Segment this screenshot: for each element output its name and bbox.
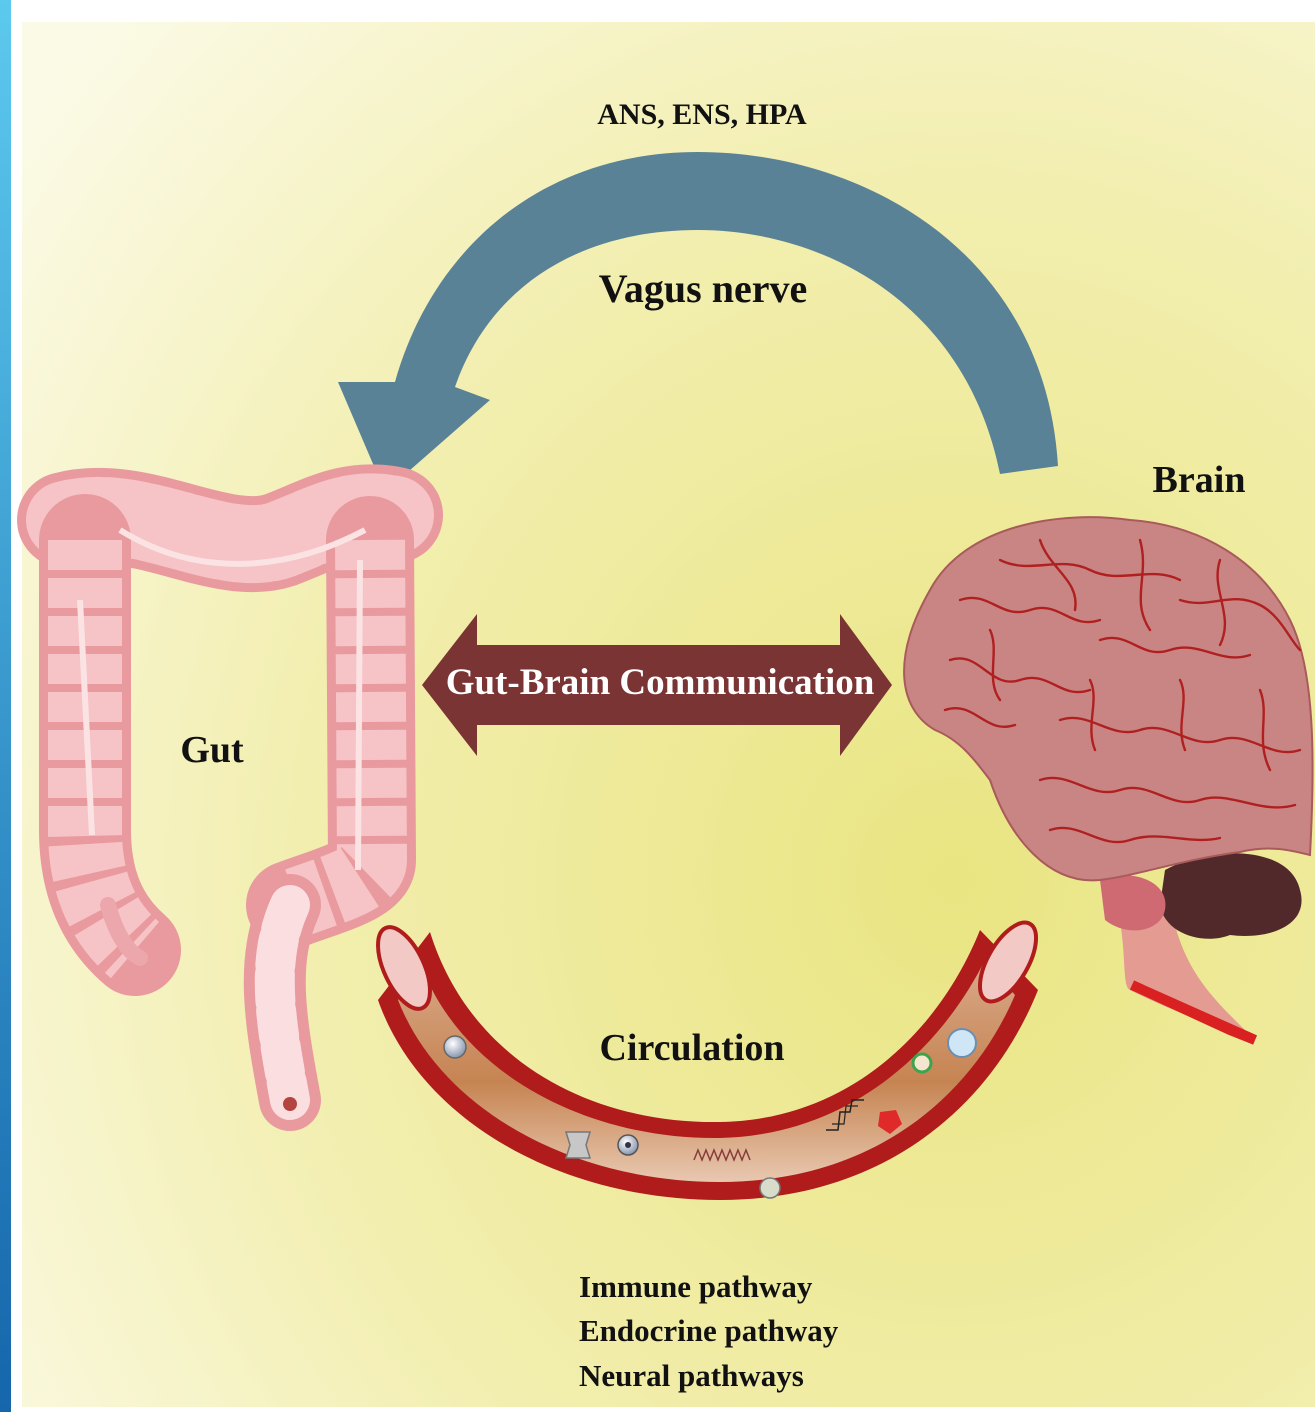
- communication-label: Gut-Brain Communication: [446, 662, 875, 703]
- brain-label: Brain: [1153, 459, 1246, 501]
- gut-label: Gut: [180, 729, 244, 771]
- pathway-item: Endocrine pathway: [579, 1313, 839, 1348]
- top-pathways-label: ANS, ENS, HPA: [597, 98, 807, 131]
- vagus-nerve-label: Vagus nerve: [599, 266, 808, 311]
- pathway-item: Neural pathways: [579, 1358, 804, 1393]
- circulation-label: Circulation: [599, 1027, 784, 1069]
- pathway-item: Immune pathway: [579, 1269, 813, 1304]
- left-sidebar-strip: [0, 0, 11, 1412]
